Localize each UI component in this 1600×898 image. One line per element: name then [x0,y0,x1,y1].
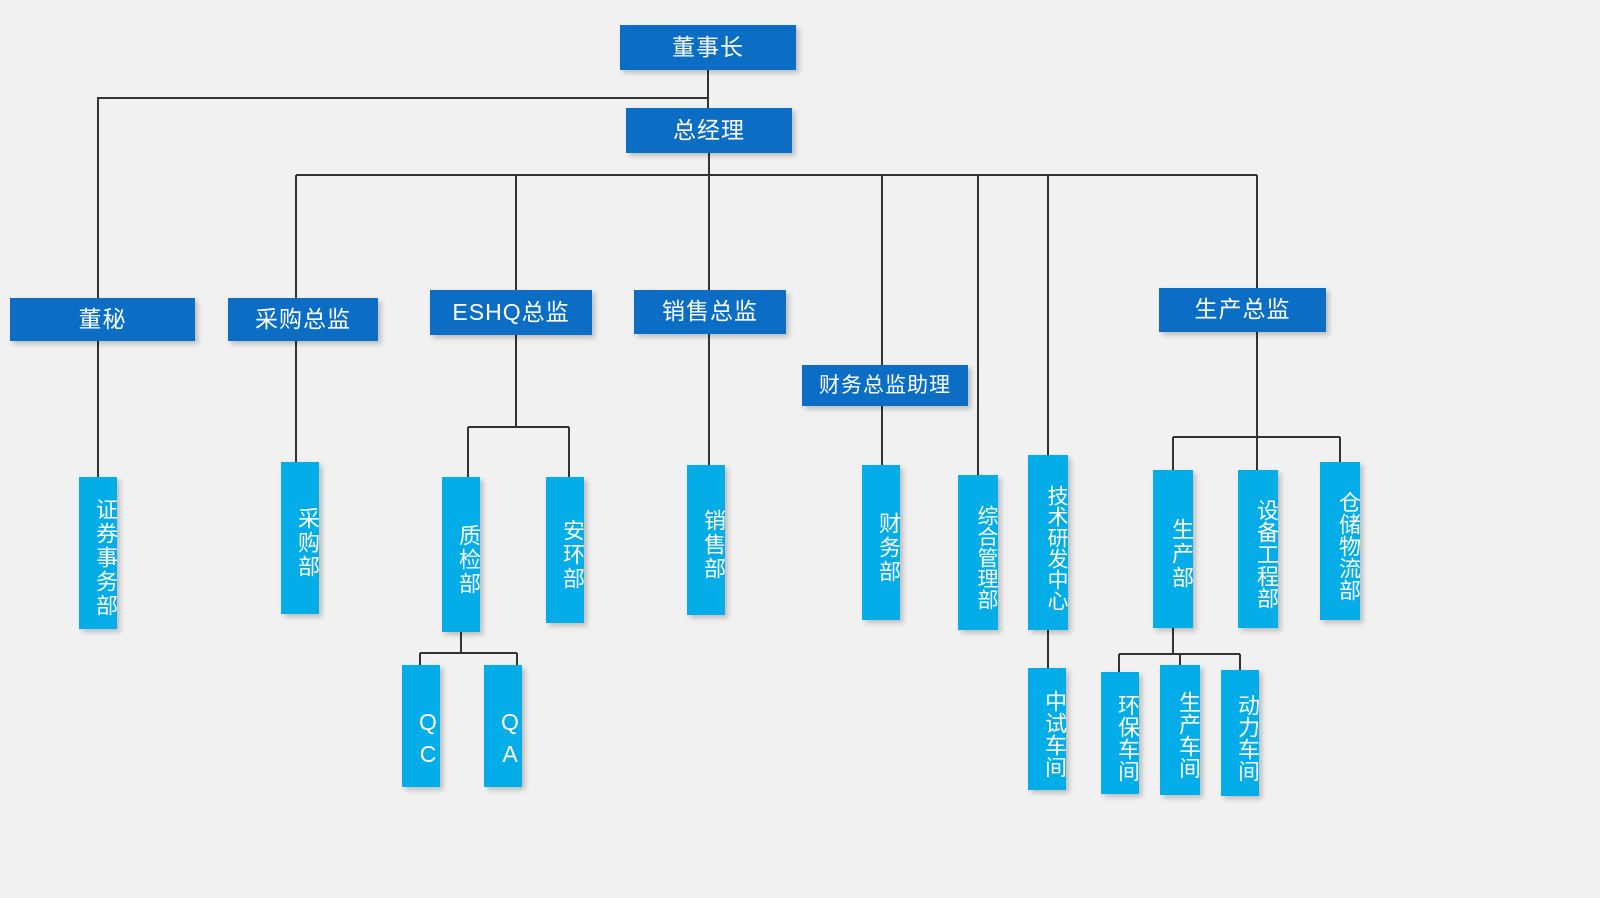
node-finance-dept[interactable]: 财务部 [862,465,901,620]
node-rd-center[interactable]: 技术研发中心 [1028,455,1068,630]
node-general-admin-dept[interactable]: 综合管理部 [958,475,998,630]
node-production-director[interactable]: 生产总监 [1159,288,1326,332]
node-eshq-director[interactable]: ESHQ总监 [430,290,592,335]
node-purchasing-dept[interactable]: 采购部 [281,462,320,614]
node-chairman-label: 董事长 [672,33,744,60]
node-sales-dept-label: 销售部 [701,509,726,581]
node-securities-affairs-dept[interactable]: 证券事务部 [79,477,118,629]
node-sales-dept[interactable]: 销售部 [687,465,726,615]
node-eshq-director-label: ESHQ总监 [452,298,570,325]
node-purchasing-dept-label: 采购部 [295,507,320,579]
node-sales-director[interactable]: 销售总监 [634,290,786,334]
node-equipment-engineering-dept[interactable]: 设备工程部 [1238,470,1279,628]
node-pilot-workshop[interactable]: 中试车间 [1028,668,1067,790]
node-procurement-director[interactable]: 采购总监 [228,298,378,341]
node-chairman[interactable]: 董事长 [620,25,796,70]
node-quality-inspection-dept-label: 质检部 [456,523,481,596]
node-finance-director-assistant-label: 财务总监助理 [819,373,951,397]
node-finance-dept-label: 财务部 [876,511,901,584]
node-environmental-workshop-label: 环保车间 [1115,694,1140,782]
node-qc[interactable]: QC [402,665,441,787]
node-procurement-director-label: 采购总监 [255,305,351,332]
node-finance-director-assistant[interactable]: 财务总监助理 [802,365,968,406]
node-equipment-engineering-dept-label: 设备工程部 [1254,499,1279,609]
node-production-workshop-label: 生产车间 [1176,691,1201,779]
node-qa-label: QA [497,709,523,773]
node-warehouse-logistics-dept-label: 仓储物流部 [1336,491,1361,601]
node-pilot-workshop-label: 中试车间 [1042,690,1067,778]
node-power-workshop[interactable]: 动力车间 [1221,670,1260,796]
node-board-secretary[interactable]: 董秘 [10,298,195,341]
node-environmental-workshop[interactable]: 环保车间 [1101,672,1140,794]
node-board-secretary-label: 董秘 [78,305,127,332]
node-qc-label: QC [415,709,441,773]
node-production-workshop[interactable]: 生产车间 [1160,665,1201,795]
node-warehouse-logistics-dept[interactable]: 仓储物流部 [1320,462,1361,620]
node-safety-environment-dept-label: 安环部 [560,519,585,591]
node-safety-environment-dept[interactable]: 安环部 [546,477,585,623]
node-qa[interactable]: QA [484,665,523,787]
node-rd-center-label: 技术研发中心 [1045,484,1068,611]
node-general-manager-label: 总经理 [673,116,745,143]
node-securities-affairs-dept-label: 证券事务部 [93,498,118,618]
node-production-dept[interactable]: 生产部 [1153,470,1194,628]
node-sales-director-label: 销售总监 [662,298,758,325]
node-quality-inspection-dept[interactable]: 质检部 [442,477,481,632]
node-general-admin-dept-label: 综合管理部 [975,505,998,610]
node-production-director-label: 生产总监 [1194,296,1291,323]
node-general-manager[interactable]: 总经理 [626,108,792,153]
node-power-workshop-label: 动力车间 [1235,694,1260,782]
node-production-dept-label: 生产部 [1169,518,1194,590]
